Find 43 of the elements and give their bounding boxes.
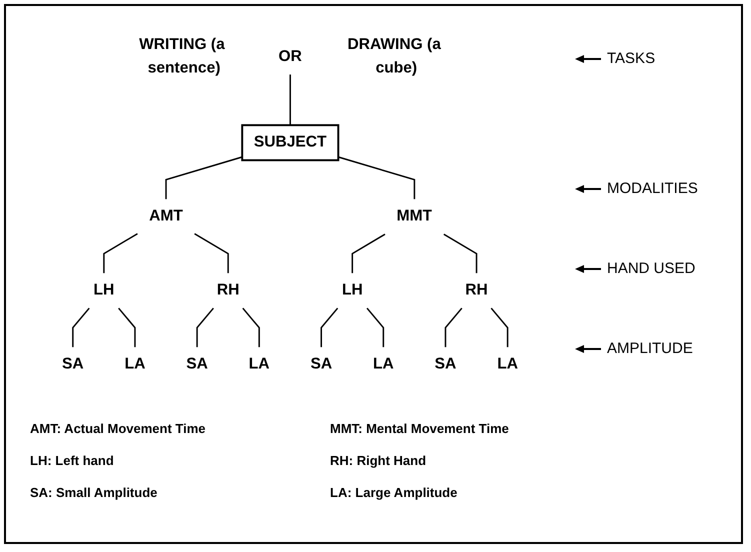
node-text: LA — [248, 356, 270, 372]
node-text: AMT — [149, 208, 183, 224]
abbreviation-note: LH: Left hand — [30, 453, 114, 468]
node-text: WRITING (a sentence) — [139, 36, 225, 76]
abbreviation-note: SA: Small Amplitude — [30, 485, 158, 500]
node-text: SA — [310, 356, 332, 372]
abbreviation-note: LA: Large Amplitude — [330, 485, 458, 500]
node-text: LA — [372, 356, 394, 372]
connector — [320, 308, 338, 348]
node-text: DRAWING (a cube) — [347, 36, 441, 76]
connector — [352, 234, 386, 274]
connector — [165, 156, 242, 200]
connector — [118, 308, 136, 348]
node-text: RH — [216, 282, 240, 298]
node-text: MMT — [396, 208, 432, 224]
node-text: SA — [62, 356, 84, 372]
connector — [443, 234, 478, 274]
node-text: LA — [497, 356, 518, 372]
level-label: AMPLITUDE — [607, 340, 693, 357]
abbreviation-note: AMT: Actual Movement Time — [30, 421, 206, 436]
connector — [72, 308, 90, 348]
connector — [490, 308, 508, 348]
connector — [194, 233, 229, 274]
connector — [103, 233, 138, 274]
node-text: OR — [278, 48, 302, 65]
node-text: LH — [342, 282, 363, 298]
connector — [242, 308, 260, 348]
node-text: SA — [434, 356, 456, 372]
connector — [290, 74, 291, 126]
level-label: TASKS — [607, 50, 656, 67]
level-label: MODALITIES — [607, 180, 698, 197]
node-text: LA — [124, 356, 146, 372]
level-label: HAND USED — [607, 260, 696, 277]
connector — [196, 308, 214, 348]
node-text: SA — [186, 356, 208, 372]
abbreviation-note: MMT: Mental Movement Time — [330, 421, 509, 436]
node-text: RH — [465, 282, 488, 298]
connector — [338, 156, 416, 200]
abbreviation-note: RH: Right Hand — [330, 453, 426, 468]
connector — [444, 308, 462, 348]
node-box: SUBJECT — [241, 124, 340, 162]
node-text: LH — [94, 282, 114, 298]
connector — [366, 308, 384, 348]
